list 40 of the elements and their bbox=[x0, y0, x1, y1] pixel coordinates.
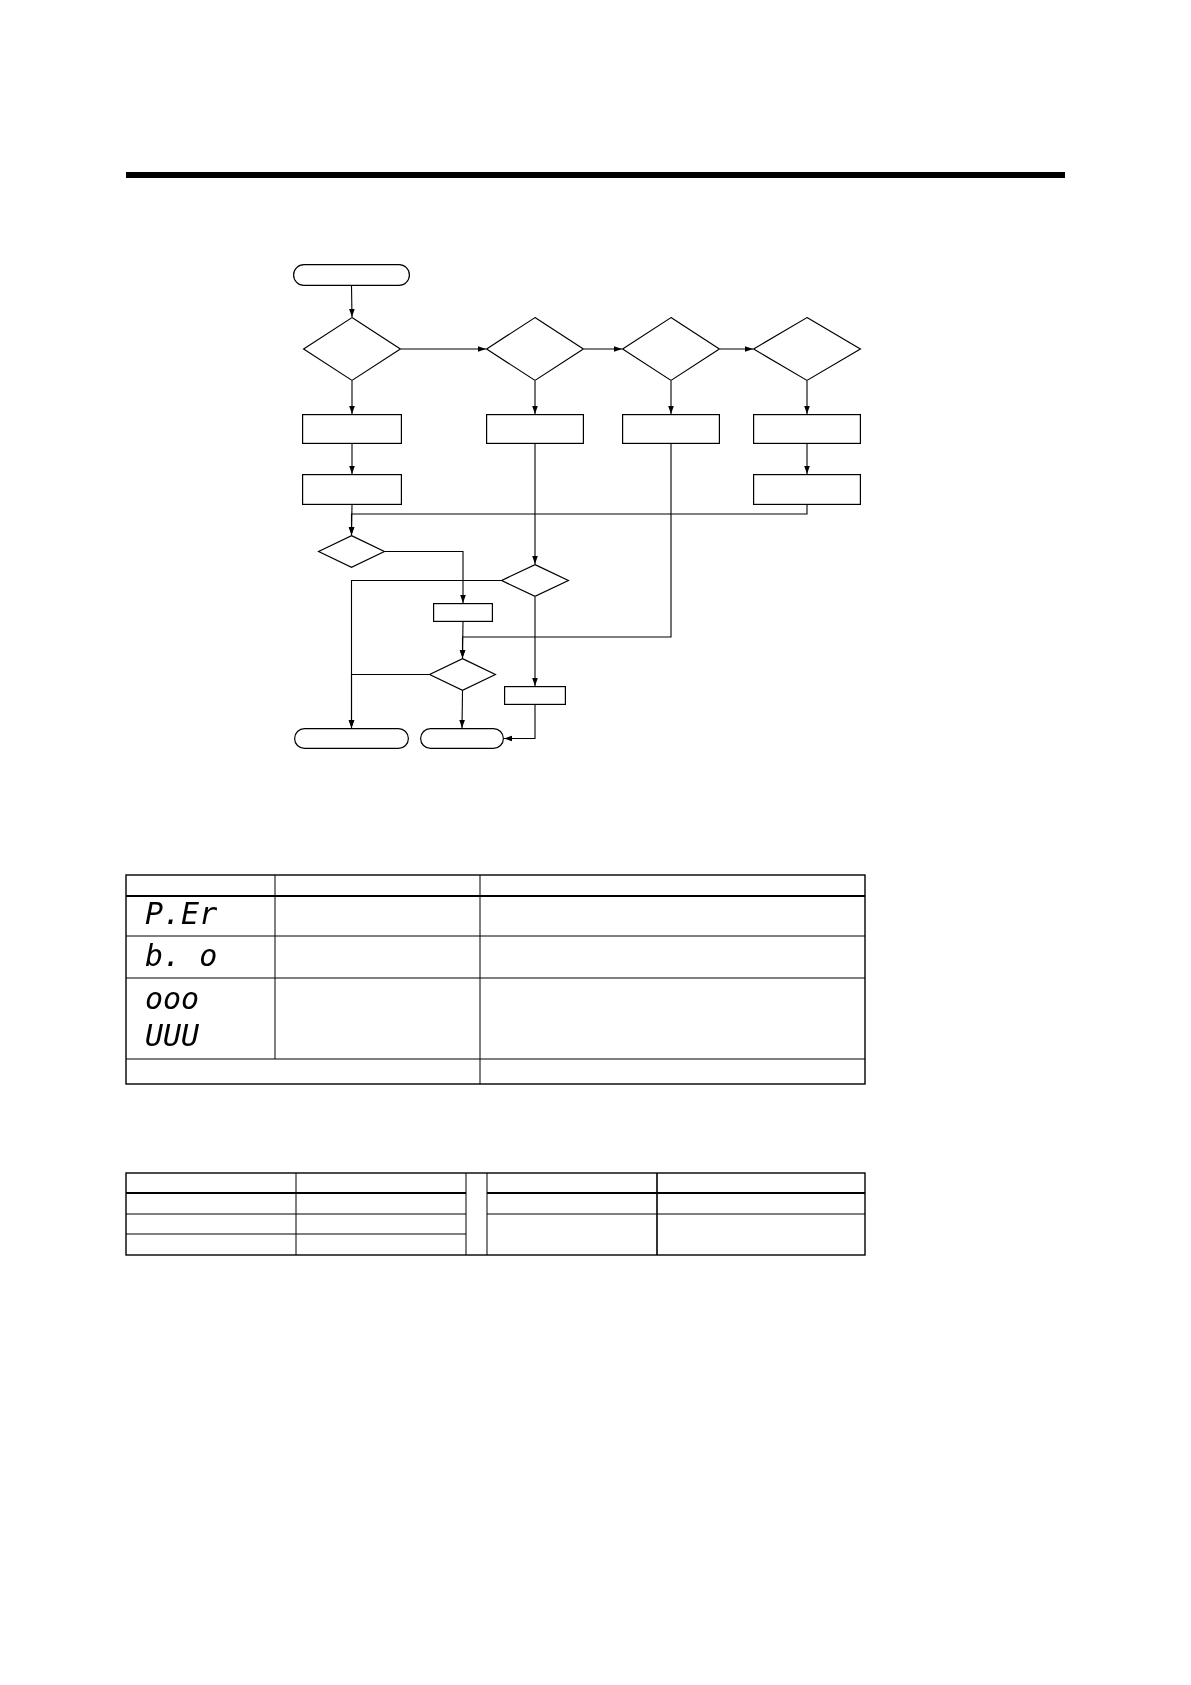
process-box bbox=[504, 686, 566, 705]
display-code: ooo bbox=[145, 983, 200, 1015]
process-box bbox=[302, 414, 402, 444]
decision-diamond bbox=[501, 564, 569, 597]
display-code: UUU bbox=[145, 1020, 200, 1052]
process-box bbox=[753, 474, 861, 505]
terminal-shape bbox=[420, 728, 504, 749]
process-box bbox=[433, 603, 493, 622]
arrow bbox=[349, 285, 355, 318]
decision-diamond bbox=[429, 658, 496, 691]
arrow bbox=[459, 443, 672, 659]
decision-diamond bbox=[622, 317, 720, 381]
process-box bbox=[753, 414, 861, 444]
arrow bbox=[459, 690, 465, 729]
process-box bbox=[486, 414, 584, 444]
arrow bbox=[532, 443, 538, 565]
terminal-shape bbox=[294, 728, 409, 749]
arrow bbox=[583, 346, 623, 352]
decision-diamond bbox=[318, 535, 385, 568]
decision-diamond bbox=[753, 317, 861, 381]
arrow bbox=[349, 380, 355, 415]
display-code: b. o bbox=[145, 940, 218, 972]
arrow bbox=[349, 443, 355, 475]
arrow bbox=[668, 380, 674, 415]
arrow bbox=[804, 443, 810, 475]
decision-diamond bbox=[486, 317, 584, 381]
process-box bbox=[302, 474, 402, 505]
decision-diamond bbox=[303, 317, 401, 381]
arrow bbox=[400, 346, 487, 352]
display-code: P.Er bbox=[145, 898, 218, 930]
process-box bbox=[622, 414, 720, 444]
arrow bbox=[503, 704, 536, 742]
arrow bbox=[532, 596, 538, 687]
arrow bbox=[348, 504, 808, 536]
arrow bbox=[348, 673, 430, 729]
arrow bbox=[532, 380, 538, 415]
terminal-shape bbox=[293, 264, 410, 286]
arrow bbox=[384, 550, 466, 604]
arrow bbox=[719, 346, 754, 352]
arrow bbox=[804, 380, 810, 415]
